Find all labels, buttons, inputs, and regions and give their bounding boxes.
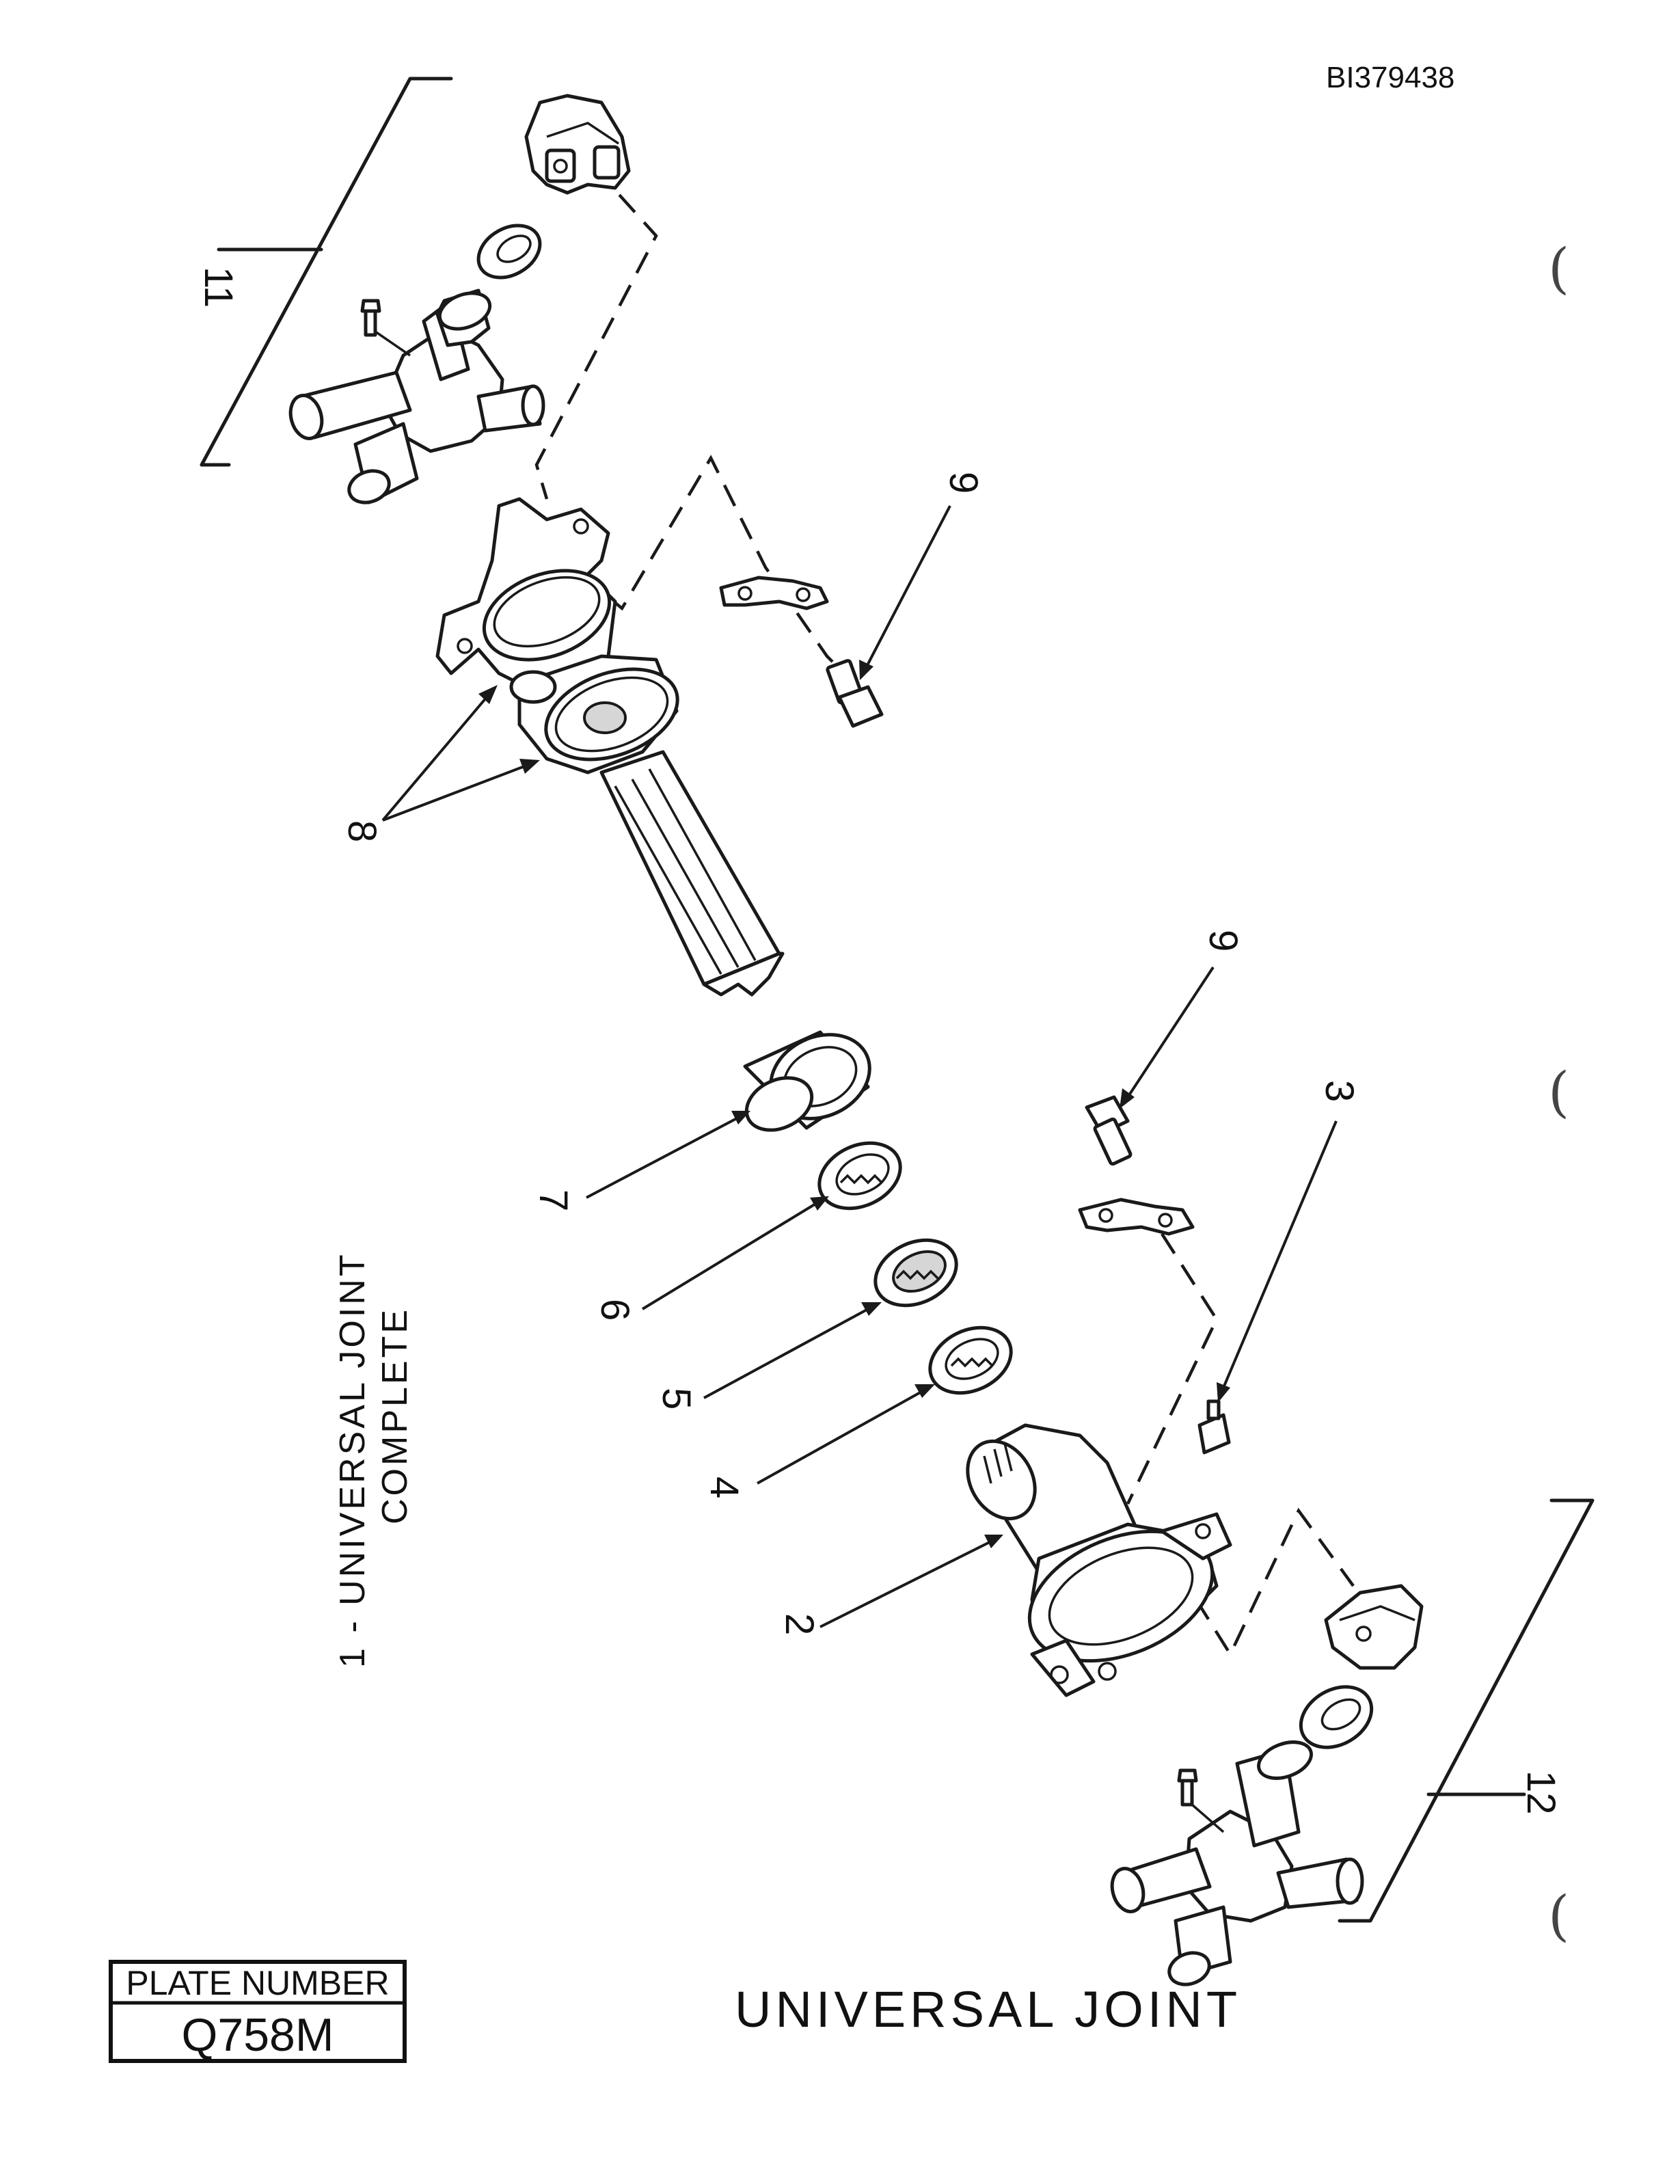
callout-8: 8 [340,820,384,842]
lower-exploded-path [1126,1232,1355,1658]
callout-5: 5 [654,1388,699,1410]
seal-ring-lower [1299,1685,1374,1749]
margin-mark-2: ( [1548,1060,1569,1124]
leaders-items-4-to-7 [586,1111,935,1485]
leader-item-2 [819,1535,1003,1628]
callout-12: 12 [1519,1770,1563,1815]
legend-line-2: COMPLETE [375,1307,415,1524]
felt-washer-item-5 [873,1238,958,1308]
callout-11: 11 [196,267,241,308]
spider-upper [288,288,545,504]
leaders-item-8 [381,685,540,822]
spider-lower [1110,1740,1364,1986]
plate-number: Q758M [182,2009,334,2061]
yoke-upper [435,497,617,692]
bolt-lower [1085,1095,1133,1166]
callout-9-upper: 9 [941,472,986,494]
callout-7: 7 [531,1189,575,1211]
lock-strap-lower [1078,1198,1195,1236]
plate-header: PLATE NUMBER [126,1964,389,2002]
bearing-cap-upper [524,94,631,195]
bracket-item-12 [1338,1498,1595,1923]
seal-ring-upper [476,224,542,280]
bearing-cap-lower [1324,1584,1424,1670]
margin-mark-3: ( [1548,1884,1569,1947]
callout-4: 4 [702,1477,746,1498]
callout-labels: 11 9 8 9 3 7 6 5 4 2 12 [196,267,1563,1815]
legend-line-1: 1 - UNIVERSAL JOINT [333,1252,372,1668]
washer-item-4 [928,1325,1013,1395]
margin-mark-1: ( [1548,237,1569,300]
grease-fitting-item-3 [1197,1399,1231,1455]
flange-yoke-item-2 [966,1423,1232,1697]
legend: 1 - UNIVERSAL JOINT COMPLETE [333,1252,415,1668]
callout-6: 6 [593,1299,637,1321]
callout-2: 2 [777,1613,822,1635]
callout-3: 3 [1317,1080,1361,1102]
diagram-title: UNIVERSAL JOINT [735,1981,1241,2038]
plate-number-box: PLATE NUMBER Q758M [109,1960,407,2063]
document-id: BI379438 [1326,61,1454,94]
margin-marks: ( ( ( [1548,237,1569,1947]
slip-yoke-shaft [509,654,785,997]
bracket-item-11 [200,77,453,467]
leader-item-9-upper [859,505,951,680]
bolt-upper [826,659,884,728]
callout-9-lower: 9 [1201,930,1245,952]
lock-strap-upper [719,576,829,610]
washer-item-6 [817,1141,902,1211]
leaders-item-9-lower-and-3 [1120,966,1338,1403]
dust-cap-item-7 [743,1030,871,1132]
